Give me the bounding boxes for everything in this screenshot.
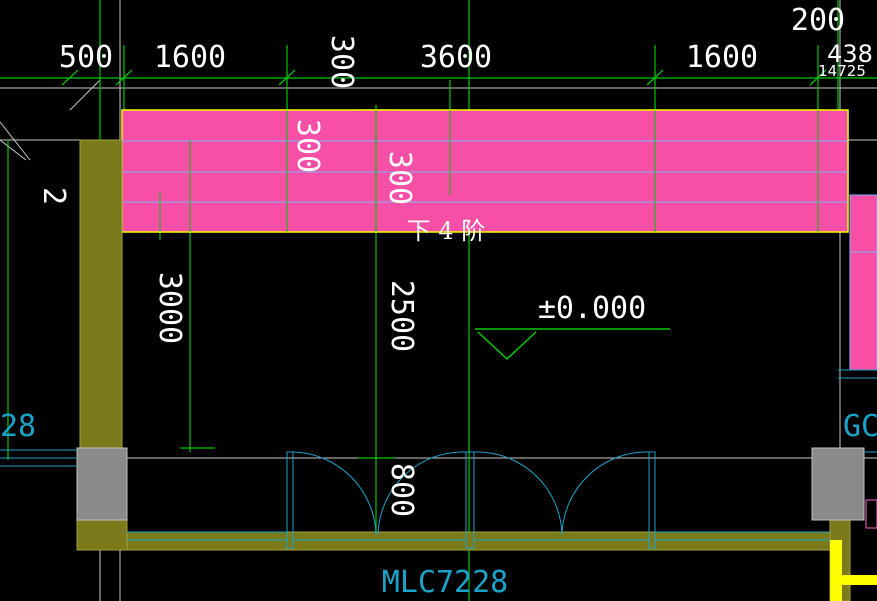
dim-top-1600-left: 1600 bbox=[154, 40, 226, 75]
door-tag: MLC7228 bbox=[382, 565, 508, 600]
dim-total: 14725 bbox=[818, 62, 866, 80]
dim-vert-300-b: 300 bbox=[382, 151, 417, 205]
stair-flight bbox=[121, 109, 849, 233]
elevation-label: ±0.000 bbox=[538, 291, 646, 326]
left-cut-tag: 28 bbox=[0, 409, 36, 444]
walls bbox=[76, 139, 851, 601]
dim-vert-3000: 3000 bbox=[152, 272, 187, 344]
window-lines bbox=[0, 449, 877, 541]
dim-top-500: 500 bbox=[59, 40, 113, 75]
highlight-section bbox=[830, 540, 877, 601]
dim-top-1600-right: 1600 bbox=[686, 40, 758, 75]
right-cut-tag: GC0 bbox=[843, 409, 877, 444]
dim-vert-300-a: 300 bbox=[290, 119, 325, 173]
dim-top-300: 300 bbox=[324, 35, 359, 89]
elevation-symbol bbox=[475, 328, 670, 361]
dim-vert-2500: 2500 bbox=[384, 280, 419, 352]
dim-top-438: 438 bbox=[827, 40, 873, 68]
dim-top-200: 200 bbox=[791, 3, 845, 38]
axis-label: 2 bbox=[36, 187, 71, 205]
columns bbox=[76, 447, 865, 521]
dim-vert-800: 800 bbox=[384, 463, 419, 517]
dim-top-3600: 3600 bbox=[420, 40, 492, 75]
stair-direction-label: 下 4 阶 bbox=[407, 217, 486, 245]
door-swings bbox=[286, 451, 656, 549]
adjacent-stair bbox=[849, 194, 877, 371]
axis-line bbox=[0, 139, 27, 161]
right-tag-box bbox=[865, 499, 877, 529]
